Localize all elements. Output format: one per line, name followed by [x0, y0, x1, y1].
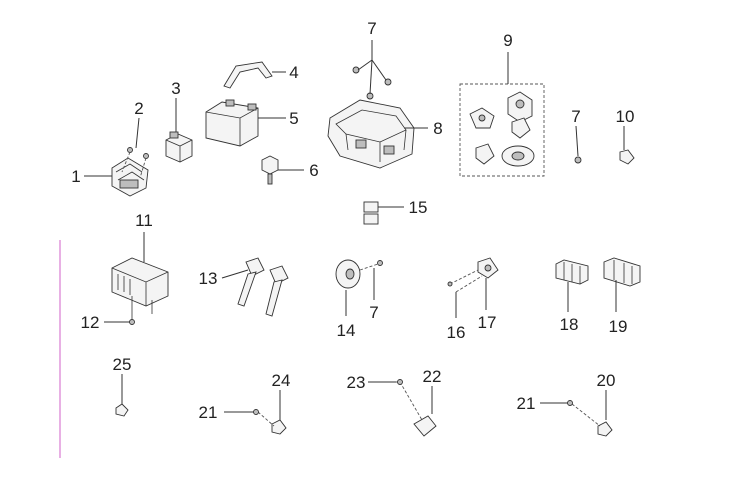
callout-19: 19: [609, 317, 628, 336]
part-8-battery-tray: [327, 99, 415, 169]
leader-2: [135, 117, 140, 149]
callout-12: 12: [81, 313, 100, 332]
callout-15: 15: [409, 198, 428, 217]
callout-13: 13: [199, 269, 218, 288]
part-1-bracket: [111, 157, 149, 197]
callout-11: 11: [135, 211, 153, 230]
callout-7-top: 7: [367, 19, 376, 38]
part-7-bolts-top: [352, 66, 392, 100]
part-21-bolt-left: [253, 409, 259, 415]
leader-13: [221, 269, 249, 279]
callout-7-right: 7: [571, 107, 580, 126]
part-9-key-cylinder: [475, 143, 495, 165]
callout-22: 22: [423, 367, 442, 386]
callout-5: 5: [289, 109, 298, 128]
part-21-bolt-right: [567, 400, 573, 406]
callout-20: 20: [597, 371, 616, 390]
part-9-fuel-cap: [501, 145, 535, 167]
part-19-relay-block: [603, 257, 641, 287]
part-22-sensor: [399, 381, 437, 437]
callout-17: 17: [478, 313, 497, 332]
callout-10: 10: [616, 107, 635, 126]
part-17-sensor: [477, 257, 499, 279]
part-7-bolt-right: [574, 156, 582, 164]
callout-8: 8: [433, 119, 442, 138]
part-9-ignition-switch: [507, 91, 533, 139]
callout-25: 25: [113, 355, 132, 374]
leader-7b: [371, 59, 387, 81]
callout-23: 23: [347, 373, 366, 392]
callout-3: 3: [171, 79, 180, 98]
part-10-sensor: [619, 149, 635, 165]
part-20-sensor: [571, 403, 613, 437]
callout-2: 2: [134, 99, 143, 118]
part-25-sensor: [115, 403, 129, 417]
part-23-bolt: [392, 379, 403, 385]
part-4-battery-strap: [223, 61, 273, 89]
part-16-bolts: [447, 269, 483, 293]
part-18-relay-block: [555, 259, 589, 285]
part-14-horn: [335, 259, 383, 289]
callout-9: 9: [503, 31, 512, 50]
callout-18: 18: [560, 315, 579, 334]
callout-1: 1: [71, 167, 80, 186]
leader-7c: [369, 59, 373, 95]
callout-16: 16: [447, 323, 466, 342]
callout-14: 14: [337, 321, 356, 340]
part-24-sensor: [257, 411, 287, 435]
leader-7-right: [575, 125, 579, 157]
part-9-seat-lock: [469, 107, 495, 129]
callout-6: 6: [309, 161, 318, 180]
callout-7-mid: 7: [369, 303, 378, 322]
callout-4: 4: [289, 63, 298, 82]
callout-24: 24: [272, 371, 291, 390]
part-3-relay: [165, 131, 193, 163]
callout-21-left: 21: [199, 403, 218, 422]
part-6-fuse: [261, 155, 279, 185]
leader-7a: [357, 59, 373, 71]
callout-21-right: 21: [517, 394, 536, 413]
part-11-ecu: [111, 257, 169, 307]
part-15-fuses: [363, 201, 379, 225]
part-9-kit-box: [459, 83, 545, 177]
part-5-battery: [205, 99, 259, 147]
part-2-screws: [121, 147, 149, 179]
part-12-bolts: [129, 296, 153, 325]
part-13-ignition-coil: [237, 257, 289, 317]
